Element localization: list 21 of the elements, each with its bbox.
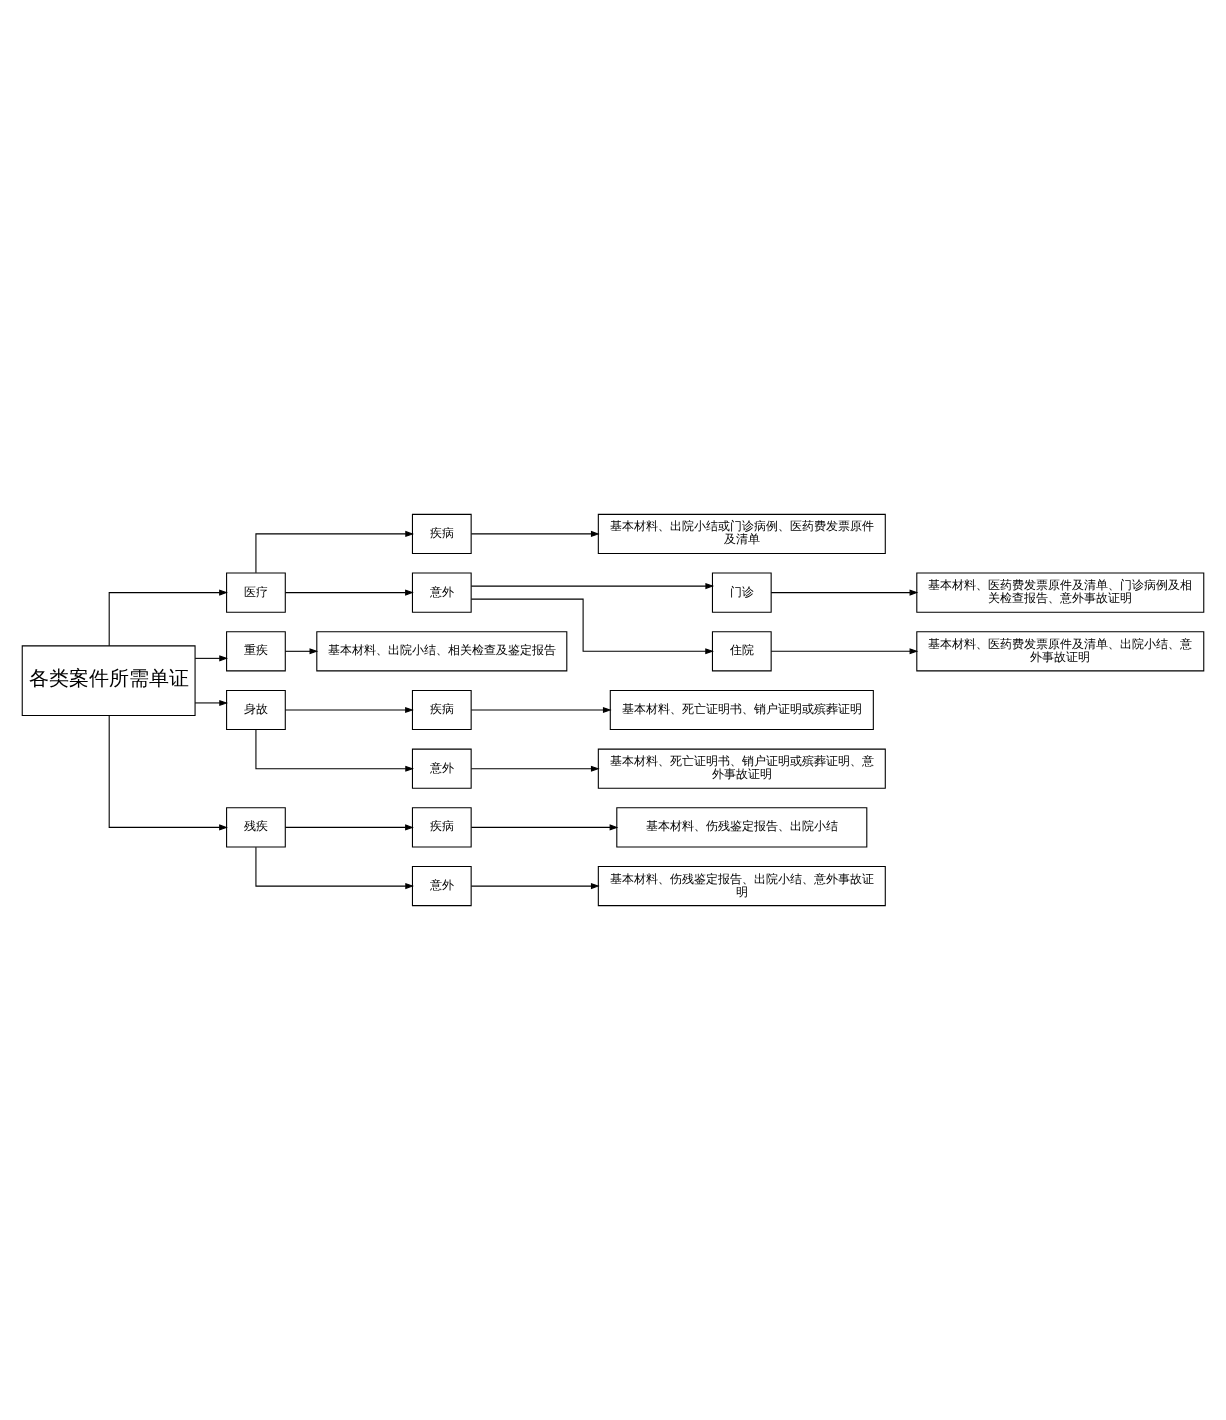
arrow: [108, 715, 228, 831]
node-box: 各类案件所需单证: [21, 645, 196, 716]
arrow: [255, 846, 414, 890]
arrow: [255, 530, 414, 574]
arrow: [470, 765, 600, 772]
arrow: [194, 655, 228, 662]
arrow: [194, 699, 228, 706]
arrow: [470, 530, 600, 537]
arrow: [255, 729, 414, 772]
arrow: [470, 598, 714, 655]
arrow: [284, 589, 414, 596]
arrow: [770, 589, 919, 596]
arrow: [470, 583, 715, 590]
arrow: [284, 648, 319, 655]
arrow: [470, 706, 612, 714]
arrow: [470, 824, 619, 831]
arrow: [284, 706, 414, 714]
arrow: [108, 589, 228, 647]
arrow: [770, 648, 919, 655]
arrow: [470, 883, 600, 890]
arrow: [284, 824, 414, 831]
